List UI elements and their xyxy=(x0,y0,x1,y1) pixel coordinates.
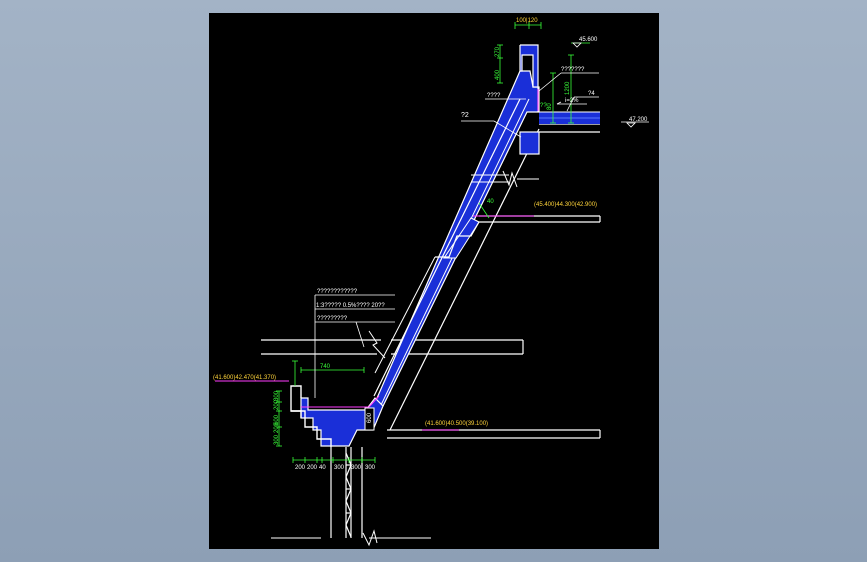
ground-line xyxy=(271,529,431,547)
label-note-q2: ?4 xyxy=(588,91,595,97)
magenta-leaders xyxy=(215,89,539,431)
label-dim-small: ?? xyxy=(540,103,547,109)
label-dim-400: 400 xyxy=(495,69,501,80)
lower-stair-base xyxy=(300,397,384,447)
label-note-22: ?2 xyxy=(461,112,469,119)
label-dim-bottom-6: 300 xyxy=(365,465,376,471)
label-spec-2: 1:3????? 0.5%???? 20?? xyxy=(316,303,385,309)
label-dim-270: 270 xyxy=(495,46,501,57)
label-dim-1200: 1200 xyxy=(565,81,571,95)
label-dim-bottom-2: 200 xyxy=(307,465,318,471)
label-dim-bottom-1: 200 xyxy=(295,465,306,471)
label-slope: i=2% xyxy=(565,98,579,104)
dimension-lines xyxy=(276,22,590,463)
label-top-dim: 100|120 xyxy=(516,18,538,24)
label-elev-mid: (45.400)44.300(42.900) xyxy=(534,202,597,208)
label-note-q4: ??????? xyxy=(561,67,585,73)
footing-steps xyxy=(290,385,302,418)
label-spec-3: ????????? xyxy=(317,316,348,322)
break-mark-middle xyxy=(368,330,386,359)
label-elev-left: (41.600)42.470(41.370) xyxy=(213,375,276,381)
label-spec-1: ???????????? xyxy=(317,289,358,295)
label-dim-600: 600 xyxy=(367,412,373,423)
lower-floor-slab xyxy=(387,429,601,439)
label-elev-bottom: (41.600)40.500(39.100) xyxy=(425,421,488,427)
label-dim-bottom-5: 300 xyxy=(351,465,362,471)
slope-arrow xyxy=(556,101,587,105)
middle-floor-slab xyxy=(261,339,524,355)
label-note-q4b: ???? xyxy=(487,93,501,99)
label-right-elev: 47.200 xyxy=(629,117,648,123)
label-dim-bottom-3: 40 xyxy=(319,465,326,471)
label-top-elev: 45.600 xyxy=(579,37,598,43)
label-dim-bottom-4: 300 xyxy=(334,465,345,471)
label-dim-200b: 200 xyxy=(274,422,280,433)
label-dim-600b: 600 xyxy=(274,414,280,425)
top-landing-slab xyxy=(539,123,600,133)
label-dim-740: 740 xyxy=(320,364,331,370)
label-dim-80: 80 xyxy=(547,103,553,110)
support-column xyxy=(330,447,363,538)
stair-section-drawing: 100|120 45.600 270 400 ??????? ???? 80 1… xyxy=(213,18,649,547)
drawing-sheet[interactable]: 100|120 45.600 270 400 ??????? ???? 80 1… xyxy=(209,13,659,549)
label-dim-300b: 300 xyxy=(274,434,280,445)
callout-leaders xyxy=(314,42,636,398)
break-mark-upper xyxy=(471,170,539,188)
upper-floor-slab xyxy=(479,215,601,223)
label-dim-40: 40 xyxy=(487,199,494,205)
label-dim-300a: 300 xyxy=(274,390,280,401)
label-dim-200a: 200 xyxy=(274,399,280,410)
